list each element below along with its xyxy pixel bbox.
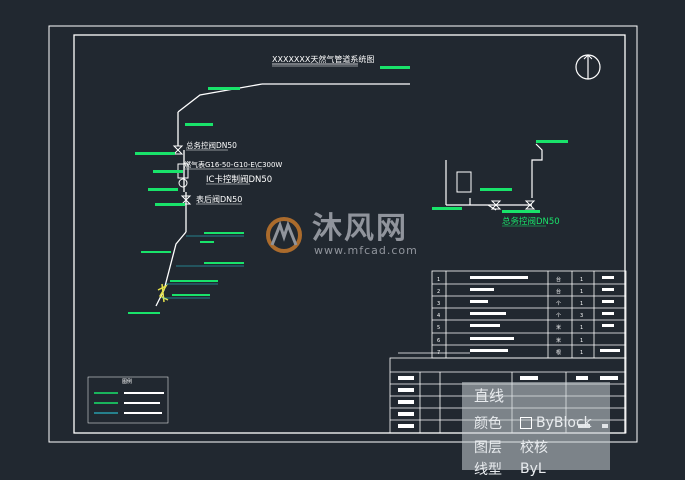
mfcad-logo-icon <box>266 217 302 253</box>
table-row-unit: 台 <box>556 288 561 295</box>
watermark-url: www.mfcad.com <box>314 243 418 257</box>
materials-table-desc-bars <box>470 276 528 352</box>
label-bar <box>208 87 240 90</box>
table-row-no: 2 <box>437 289 440 295</box>
table-row-qty: 1 <box>580 325 583 331</box>
right-meter-icon <box>456 171 472 193</box>
label-bar <box>148 188 178 191</box>
table-row-no: 3 <box>437 301 440 307</box>
after-meter-valve-label: 表后阀DN50 <box>196 194 242 204</box>
table-row-qty: 1 <box>580 289 583 295</box>
label-bar <box>502 210 540 213</box>
legend-heading: 图例 <box>122 378 132 385</box>
materials-table-remark-bars <box>600 276 620 352</box>
table-row-unit: 根 <box>556 349 561 356</box>
table-row-qty: 1 <box>580 277 583 283</box>
ic-valve-label: IC卡控制阀DN50 <box>206 174 272 185</box>
table-row-no: 4 <box>437 313 440 319</box>
tooltip-row-layer: 图层 校核 <box>474 436 548 458</box>
riser-dimension-lines <box>162 235 244 299</box>
watermark-text: 沐风网 www.mfcad.com <box>312 210 418 257</box>
watermark-brand: 沐风网 <box>312 210 408 246</box>
table-row-qty: 3 <box>580 313 583 319</box>
right-valve-label: 总务控阀DN50 <box>502 216 560 227</box>
table-row-unit: 个 <box>556 313 561 319</box>
label-bar <box>432 207 462 210</box>
label-bar <box>185 123 213 126</box>
table-row-qty: 1 <box>580 338 583 344</box>
materials-table-rows: 1 2 3 4 5 6 7 台 台 个 个 米 米 根 1 1 1 3 1 1 … <box>437 276 583 356</box>
main-valve-icon <box>172 145 184 155</box>
main-valve-label: 总务控阀DN50 <box>186 140 237 150</box>
table-row-no: 6 <box>437 338 440 344</box>
meter-label: 燃气表G16-50-G10-E\C300W <box>184 160 282 169</box>
pipe-system-left <box>155 83 410 307</box>
table-row-no: 1 <box>437 277 440 283</box>
drawing-title: XXXXXXX天然气管道系统图 <box>272 54 374 64</box>
north-arrow-icon <box>575 54 601 80</box>
label-bar <box>153 170 183 173</box>
tooltip-value: ByL <box>520 461 546 477</box>
table-row-unit: 米 <box>556 324 561 331</box>
label-bar <box>380 66 410 69</box>
tooltip-row-linetype: 线型 ByL <box>474 458 546 480</box>
label-bar <box>135 152 175 155</box>
label-bar <box>480 188 512 191</box>
table-row-no: 5 <box>437 325 440 331</box>
tooltip-value: 校核 <box>520 440 548 456</box>
table-row-unit: 台 <box>556 276 561 283</box>
table-row-qty: 1 <box>580 350 583 356</box>
table-row-unit: 个 <box>556 301 561 307</box>
table-row-qty: 1 <box>580 301 583 307</box>
properties-tooltip: 直线 颜色 ByBlock 图层 校核 线型 ByL <box>462 382 610 478</box>
label-bar <box>536 140 568 143</box>
legend: 图例 <box>87 376 169 424</box>
tooltip-key: 颜色 <box>474 416 502 432</box>
materials-table[interactable] <box>431 270 627 359</box>
table-row-unit: 米 <box>556 337 561 344</box>
right-valve-icon <box>490 200 536 210</box>
pipe-system-right <box>445 143 543 211</box>
tooltip-key: 图层 <box>474 440 502 456</box>
color-swatch-icon <box>520 417 532 429</box>
riser-label-bars <box>128 232 244 314</box>
watermark: 沐风网 www.mfcad.com <box>262 212 418 258</box>
tooltip-heading: 直线 <box>474 386 505 405</box>
tooltip-value: ByBlock <box>536 415 592 431</box>
outer-frame <box>48 25 638 443</box>
tooltip-key: 线型 <box>474 462 502 478</box>
tooltip-row-color: 颜色 ByBlock <box>474 412 592 434</box>
inner-frame <box>73 34 626 434</box>
label-bar <box>155 203 185 206</box>
